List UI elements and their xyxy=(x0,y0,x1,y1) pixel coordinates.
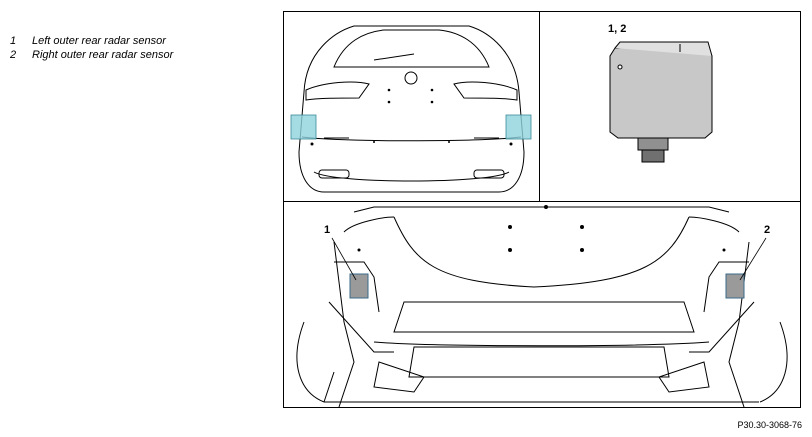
right-sensor-installed xyxy=(725,273,745,299)
left-sensor-installed xyxy=(349,273,369,299)
legend-number: 1 xyxy=(10,35,17,47)
legend-text: Left outer rear radar sensor xyxy=(32,35,166,47)
left-sensor-callout: 1 xyxy=(324,224,331,236)
figure-reference: P30.30-3068-76 xyxy=(737,420,802,430)
radar-sensor-illustration xyxy=(609,41,713,163)
rear-structure-illustration xyxy=(296,205,788,407)
sensor-detail-panel: 1, 2 xyxy=(540,12,800,202)
right-sensor-callout: 2 xyxy=(764,224,771,236)
car-rear-illustration xyxy=(290,25,532,193)
left-sensor-highlight xyxy=(290,114,317,140)
legend-text: Right outer rear radar sensor xyxy=(32,49,174,61)
right-sensor-highlight xyxy=(505,114,532,140)
bumper-removed-panel: 1 2 xyxy=(284,202,800,407)
legend-item-1: 1 Left outer rear radar sensor xyxy=(10,34,173,48)
legend-number: 2 xyxy=(10,49,17,61)
rear-view-panel xyxy=(284,12,540,202)
legend-item-2: 2 Right outer rear radar sensor xyxy=(10,48,173,62)
figure-frame: 1, 2 xyxy=(283,11,801,408)
sensor-callout: 1, 2 xyxy=(608,23,627,35)
legend: 1 Left outer rear radar sensor 2 Right o… xyxy=(10,34,173,62)
